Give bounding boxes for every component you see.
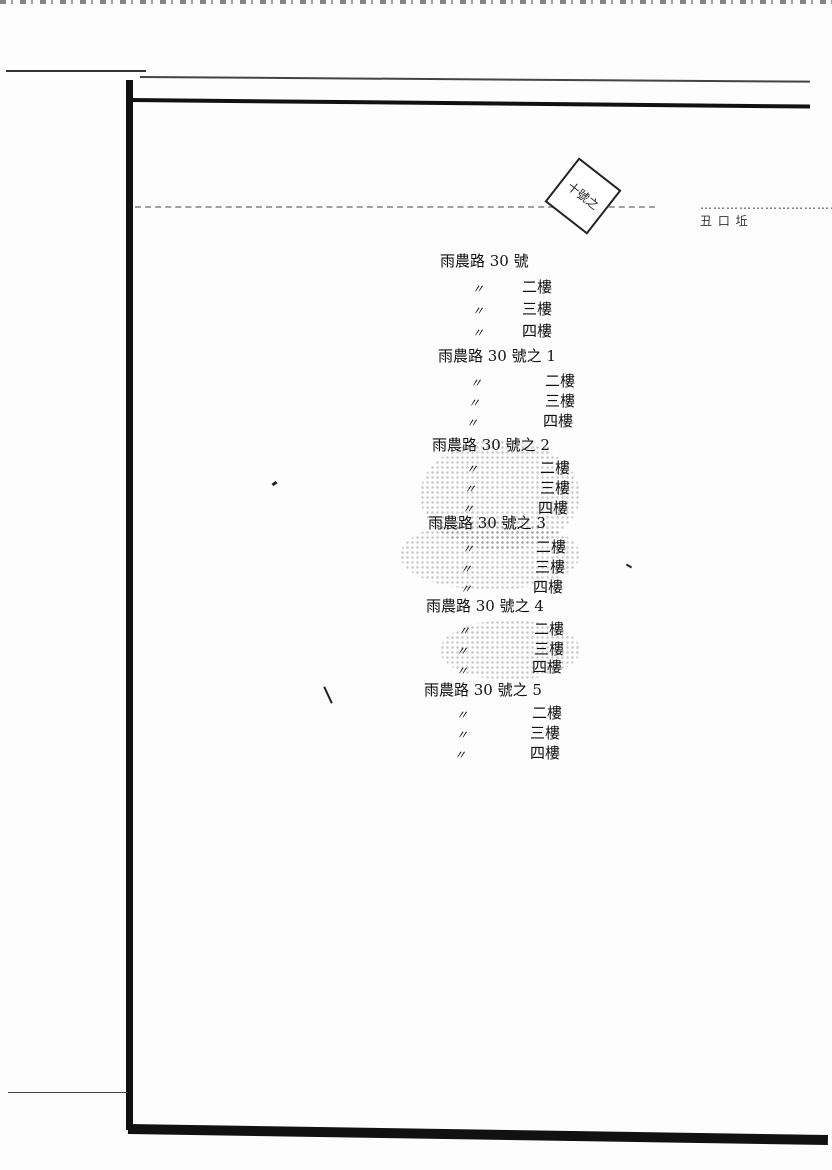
floor-label: 二樓 bbox=[522, 278, 553, 296]
ditto-mark: 〃 bbox=[472, 282, 485, 296]
scan-edge-noise bbox=[0, 0, 832, 4]
ditto-mark: 〃 bbox=[462, 542, 475, 556]
ditto-mark: 〃 bbox=[466, 462, 479, 476]
floor-label: 四樓 bbox=[522, 322, 553, 340]
ditto-mark: 〃 bbox=[456, 644, 469, 658]
frame-left-border bbox=[126, 80, 133, 1130]
floor-label: 四樓 bbox=[538, 499, 569, 517]
address-heading: 雨農路 30 號之 2 bbox=[432, 436, 550, 454]
scan-speckle bbox=[420, 440, 580, 550]
address-heading: 雨農路 30 號之 3 bbox=[428, 514, 546, 532]
scan-speckle bbox=[440, 620, 580, 680]
ditto-mark: 〃 bbox=[456, 664, 469, 678]
header-dashed-line bbox=[135, 206, 655, 208]
ditto-mark: 〃 bbox=[464, 482, 477, 496]
floor-label: 四樓 bbox=[530, 744, 561, 762]
ditto-mark: 〃 bbox=[472, 326, 485, 340]
floor-label: 二樓 bbox=[536, 538, 567, 556]
ditto-mark: 〃 bbox=[456, 708, 469, 722]
floor-label: 三樓 bbox=[540, 479, 571, 497]
floor-label: 四樓 bbox=[532, 658, 563, 676]
ditto-mark: 〃 bbox=[454, 748, 467, 762]
floor-label: 四樓 bbox=[533, 578, 564, 596]
floor-label: 二樓 bbox=[532, 704, 563, 722]
floor-label: 二樓 bbox=[545, 372, 576, 390]
scan-speckle bbox=[400, 520, 580, 590]
floor-label: 二樓 bbox=[540, 459, 571, 477]
floor-label: 二樓 bbox=[534, 620, 565, 638]
address-heading: 雨農路 30 號之 1 bbox=[438, 347, 556, 365]
floor-label: 四樓 bbox=[543, 412, 574, 430]
ditto-mark: 〃 bbox=[470, 376, 483, 390]
address-heading: 雨農路 30 號之 5 bbox=[424, 681, 542, 699]
floor-label: 三樓 bbox=[534, 640, 565, 658]
address-heading: 雨農路 30 號之 4 bbox=[426, 597, 544, 615]
ditto-mark: 〃 bbox=[472, 304, 485, 318]
ditto-mark: 〃 bbox=[460, 562, 473, 576]
ditto-mark: 〃 bbox=[456, 728, 469, 742]
floor-label: 三樓 bbox=[530, 724, 561, 742]
address-heading: 雨農路 30 號 bbox=[440, 252, 529, 270]
floor-label: 三樓 bbox=[522, 300, 553, 318]
header-right-text: …………………………… 丑 口 坵 bbox=[700, 198, 832, 228]
ditto-mark: 〃 bbox=[460, 582, 473, 596]
ditto-mark: 〃 bbox=[468, 396, 481, 410]
bottom-left-rule bbox=[8, 1092, 128, 1093]
ditto-mark: 〃 bbox=[458, 624, 471, 638]
floor-label: 三樓 bbox=[545, 392, 576, 410]
ditto-mark: 〃 bbox=[462, 502, 475, 516]
ditto-mark: 〃 bbox=[466, 416, 479, 430]
top-left-rule bbox=[6, 70, 146, 72]
floor-label: 三樓 bbox=[535, 558, 566, 576]
